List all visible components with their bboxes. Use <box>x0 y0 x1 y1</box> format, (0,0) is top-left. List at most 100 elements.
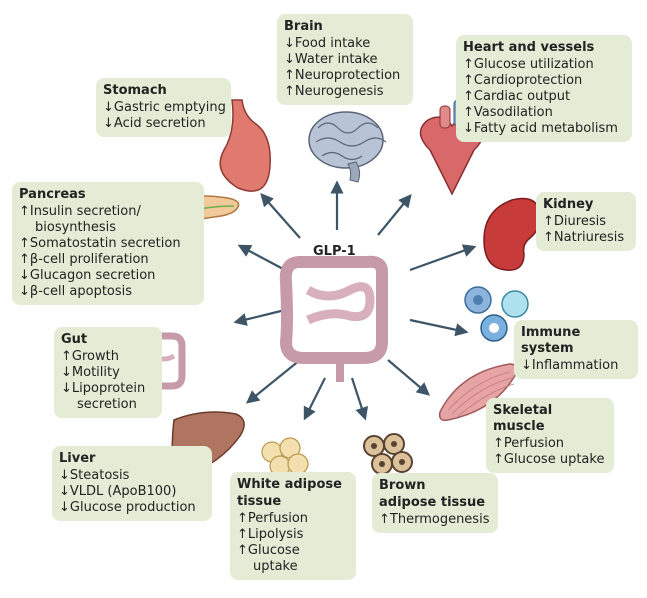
heart-effect-text: Vasodilation <box>473 105 553 120</box>
down-arrow-icon: ↓ <box>103 100 114 115</box>
liver-effect-text: Glucose production <box>69 500 196 515</box>
pancreas-effect-text: Glucagon secretion <box>29 268 156 283</box>
down-arrow-icon: ↓ <box>103 116 114 131</box>
down-arrow-icon: ↓ <box>61 365 72 380</box>
wat-title: White adipose <box>237 477 342 492</box>
brain-effect-text: Water intake <box>294 52 378 67</box>
immune-title: Immune system <box>521 325 581 356</box>
liver-title: Liver <box>59 451 96 466</box>
up-arrow-icon: ↑ <box>543 214 554 229</box>
heart-effect: ↑Cardiac output <box>463 89 625 105</box>
bat-title: Brown <box>379 478 426 493</box>
stomach-effect: ↓Gastric emptying <box>103 100 226 116</box>
pancreas-effect: ↓β-cell apoptosis <box>19 284 197 300</box>
down-arrow-icon: ↓ <box>59 484 70 499</box>
white-adipose-illustration <box>261 437 309 477</box>
up-arrow-icon: ↑ <box>19 236 30 251</box>
brain-effect: ↑Neuroprotection <box>284 68 406 84</box>
up-arrow-icon: ↑ <box>19 204 30 219</box>
brain-effect-text: Neuroprotection <box>294 68 401 83</box>
wat-title: tissue <box>237 494 282 509</box>
heart-effect: ↑Glucose utilization <box>463 57 625 73</box>
up-arrow-icon: ↑ <box>463 105 474 120</box>
kidney-effect: ↑Diuresis <box>543 214 629 230</box>
wat-effect-text: uptake <box>253 559 298 574</box>
glp1-center-label: GLP-1 <box>313 244 356 259</box>
pancreas-effect: ↑Somatostatin secretion <box>19 236 197 252</box>
gut-effect: ↓Motility <box>61 365 155 381</box>
kidney-effect: ↑Natriuresis <box>543 230 629 246</box>
down-arrow-icon: ↓ <box>463 121 474 136</box>
stomach-title: Stomach <box>103 83 167 98</box>
up-arrow-icon: ↑ <box>463 89 474 104</box>
down-arrow-icon: ↓ <box>19 284 30 299</box>
gut-title: Gut <box>61 332 88 347</box>
up-arrow-icon: ↑ <box>237 543 248 558</box>
pancreas-effect: ↑β-cell proliferation <box>19 252 197 268</box>
wat-effect: ↑Glucose <box>237 543 349 559</box>
wat-effect-text: Perfusion <box>247 511 309 526</box>
up-arrow-icon: ↑ <box>493 436 504 451</box>
stomach-effects-box: Stomach ↓Gastric emptying↓Acid secretion <box>96 78 231 137</box>
liver-arrow <box>245 359 301 404</box>
gut-effect: ↑Growth <box>61 349 155 365</box>
pancreas-title: Pancreas <box>19 187 86 202</box>
bat-title: adipose tissue <box>379 495 486 510</box>
pancreas-effects-box: Pancreas↑Insulin secretion/biosynthesis↑… <box>12 182 204 305</box>
pancreas-arrow <box>237 244 286 271</box>
heart-effect: ↑Cardioprotection <box>463 73 625 89</box>
down-arrow-icon: ↓ <box>19 268 30 283</box>
heart-effect-text: Glucose utilization <box>473 57 594 72</box>
down-arrow-icon: ↓ <box>61 381 72 396</box>
wat-effect-text: Lipolysis <box>247 527 304 542</box>
intestine-illustration <box>279 255 388 382</box>
kidney-effects-box: Kidney↑Diuresis↑Natriuresis <box>536 192 636 251</box>
wat-effect: uptake <box>237 559 349 575</box>
up-arrow-icon: ↑ <box>284 68 295 83</box>
heart-effect-text: Cardioprotection <box>473 73 583 88</box>
up-arrow-icon: ↑ <box>237 511 248 526</box>
stomach-effect-text: Acid secretion <box>113 116 206 131</box>
liver-effect: ↓VLDL (ApoB100) <box>59 484 205 500</box>
brain-title: Brain <box>284 19 323 34</box>
bat-effect: ↑Thermogenesis <box>379 512 491 528</box>
down-arrow-icon: ↓ <box>284 52 295 67</box>
stomach-illustration <box>219 99 271 192</box>
wat-arrow <box>303 377 326 421</box>
heart-title: Heart and vessels <box>463 40 595 55</box>
immune-cells-illustration <box>464 286 529 342</box>
gut-effect-text: Growth <box>71 349 119 364</box>
up-arrow-icon: ↑ <box>379 512 390 527</box>
down-arrow-icon: ↓ <box>521 358 532 373</box>
immune-arrow <box>409 318 469 337</box>
wat-effect: ↑Perfusion <box>237 511 349 527</box>
up-arrow-icon: ↑ <box>237 527 248 542</box>
pancreas-effect-text: Somatostatin secretion <box>29 236 181 251</box>
kidney-arrow <box>409 244 477 272</box>
immune-effect-text: Inflammation <box>531 358 619 373</box>
gut-effect-text: secretion <box>77 397 137 412</box>
pancreas-effect: ↓Glucagon secretion <box>19 268 197 284</box>
liver-effect-text: VLDL (ApoB100) <box>69 484 177 499</box>
liver-effect: ↓Glucose production <box>59 500 205 516</box>
brain-effect: ↓Water intake <box>284 52 406 68</box>
wat-effect-text: Glucose <box>247 543 300 558</box>
muscle-title: Skeletal muscle <box>493 403 553 434</box>
up-arrow-icon: ↑ <box>463 73 474 88</box>
bat-effects-box: Brown adipose tissue ↑Thermogenesis <box>372 473 498 533</box>
bat-effect-text: Thermogenesis <box>389 512 490 527</box>
muscle-effect-text: Perfusion <box>503 436 565 451</box>
liver-effects-box: Liver ↓Steatosis↓VLDL (ApoB100)↓Glucose p… <box>52 446 212 521</box>
up-arrow-icon: ↑ <box>493 452 504 467</box>
muscle-effects-box: Skeletal muscle ↑Perfusion↑Glucose uptake <box>486 398 614 473</box>
heart-effect: ↓Fatty acid metabolism <box>463 121 625 137</box>
kidney-effect-text: Diuresis <box>553 214 606 229</box>
kidney-effect-text: Natriuresis <box>553 230 625 245</box>
heart-effect-text: Cardiac output <box>473 89 571 104</box>
muscle-effect: ↑Glucose uptake <box>493 452 607 468</box>
brown-adipose-illustration <box>363 433 413 475</box>
liver-effect: ↓Steatosis <box>59 468 205 484</box>
